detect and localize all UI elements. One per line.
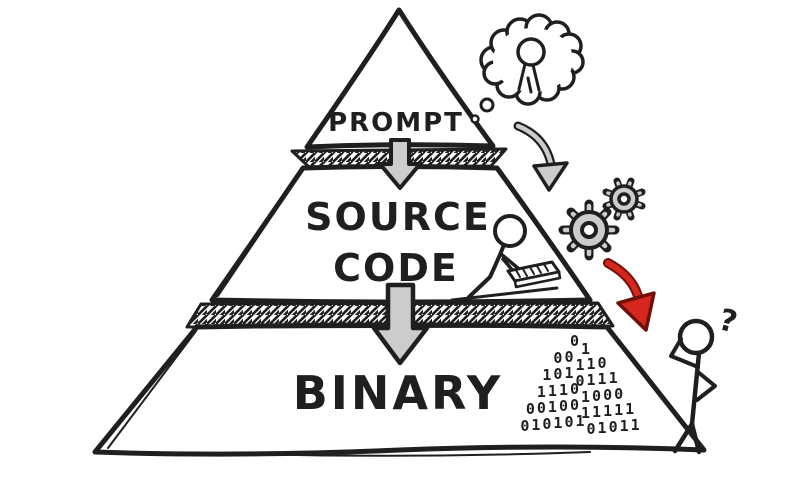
person-in-thought-icon <box>516 37 546 94</box>
label-code: CODE <box>333 246 459 290</box>
thought-dot-small <box>470 114 480 124</box>
question-mark: ? <box>715 302 740 340</box>
programmer-figure-icon <box>450 214 562 302</box>
gears-icon <box>558 177 646 261</box>
keyboard-icon <box>506 260 562 289</box>
label-binary: BINARY <box>293 366 504 420</box>
red-arrow-icon <box>603 258 656 332</box>
gear-large-icon <box>558 199 620 261</box>
label-source: SOURCE <box>305 195 491 239</box>
down-arrow-small-icon <box>378 138 422 190</box>
down-arrow-large-icon <box>371 282 430 366</box>
flow-arrow-gray-icon <box>513 121 569 192</box>
gear-small-icon <box>602 177 646 221</box>
label-prompt: PROMPT <box>328 108 464 138</box>
confused-figure-icon: ? <box>669 302 741 455</box>
thought-dot-large <box>479 97 495 113</box>
thought-bubble-icon <box>470 13 585 124</box>
